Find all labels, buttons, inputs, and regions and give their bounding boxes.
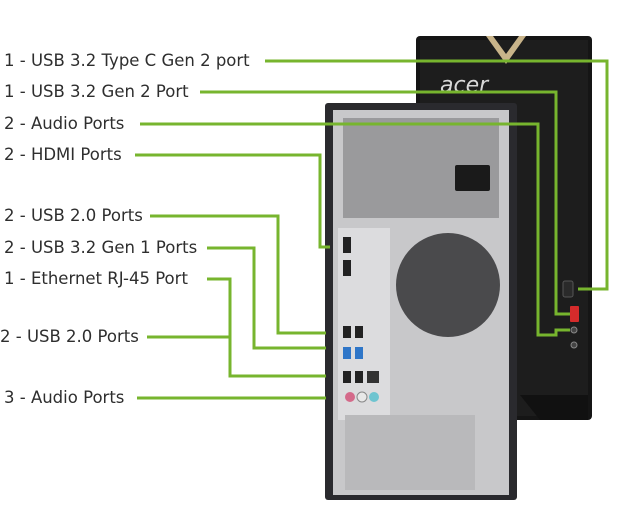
callout-front-audio: [140, 122, 570, 337]
label-usb32-gen2: 1 - USB 3.2 Gen 2 Port: [4, 82, 189, 101]
label-usb20-a: 2 - USB 2.0 Ports: [4, 206, 143, 225]
callout-usb32g1: [207, 246, 326, 350]
label-hdmi: 2 - HDMI Ports: [4, 145, 122, 164]
label-usb20-b: 2 - USB 2.0 Ports: [0, 327, 139, 346]
power-socket-icon: [455, 165, 490, 191]
callout-hdmi: [135, 153, 330, 249]
usb32-port-icon: [355, 347, 363, 359]
callout-ethernet: [207, 277, 326, 378]
usb-red-port-icon: [570, 306, 579, 322]
hdmi-port-icon: [343, 260, 351, 276]
usb20-port-icon: [355, 371, 363, 383]
v-logo-icon: [486, 36, 526, 64]
rear-chassis: [325, 103, 517, 500]
usb20-port-icon: [355, 326, 363, 338]
label-usb32-gen1: 2 - USB 3.2 Gen 1 Ports: [4, 238, 198, 257]
acer-logo: acer: [440, 73, 490, 98]
usb-c-port-icon: [562, 280, 574, 298]
label-usb-c: 1 - USB 3.2 Type C Gen 2 port: [4, 51, 250, 70]
audio-jack-icon: [345, 392, 355, 402]
fan-grill: [396, 233, 500, 337]
label-front-audio: 2 - Audio Ports: [4, 114, 125, 133]
usb32-port-icon: [343, 347, 351, 359]
expansion-slots: [345, 415, 475, 490]
audio-jack-icon: [356, 391, 368, 403]
usb20-port-icon: [343, 326, 351, 338]
label-rear-audio: 3 - Audio Ports: [4, 388, 125, 407]
callout-lines: [135, 59, 609, 400]
audio-jack-icon: [570, 341, 578, 349]
audio-jack-icon: [369, 392, 379, 402]
ethernet-port-icon: [367, 371, 379, 383]
callout-usb32g2: [200, 90, 570, 316]
hdmi-port-icon: [343, 237, 351, 253]
io-shield: [338, 228, 390, 420]
callout-usb-c: [265, 59, 609, 291]
audio-jack-icon: [570, 326, 578, 334]
callout-usb20-a: [150, 214, 326, 335]
usb20-port-icon: [343, 371, 351, 383]
label-ethernet: 1 - Ethernet RJ-45 Port: [4, 269, 188, 288]
